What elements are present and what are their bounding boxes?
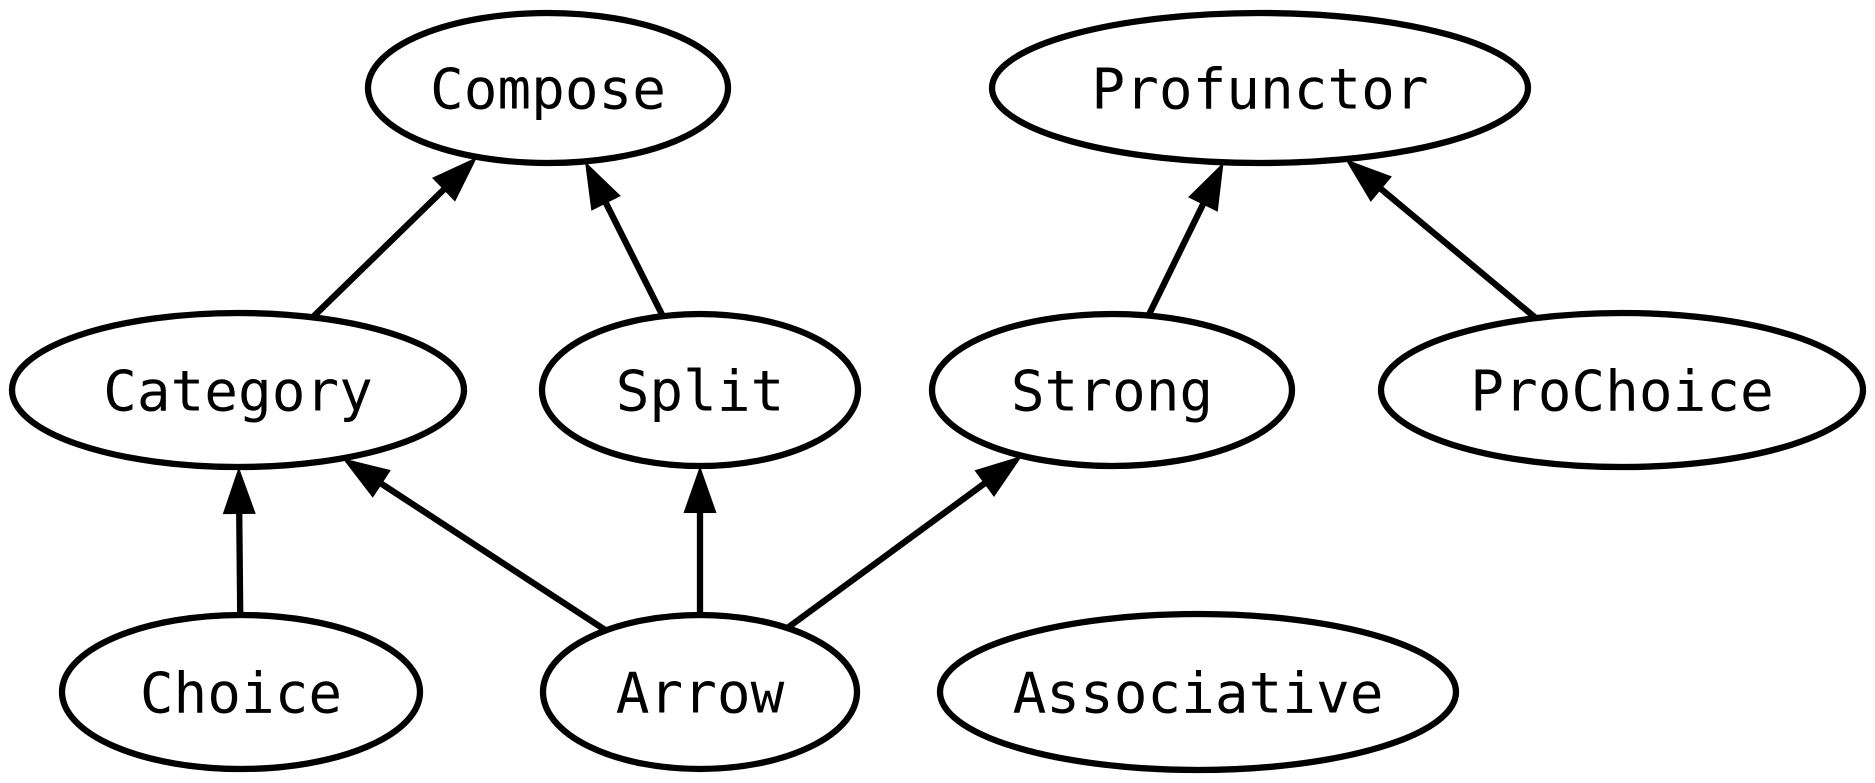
edge-arrow-category-arrowhead-icon — [342, 458, 391, 498]
node-prochoice: ProChoice — [1377, 309, 1867, 471]
edge-strong-profunctor-arrowhead-icon — [1188, 162, 1224, 212]
node-compose: Compose — [364, 9, 732, 167]
edge-arrow-category — [342, 458, 608, 634]
node-profunctor: Profunctor — [988, 9, 1532, 167]
edge-category-compose — [310, 156, 478, 320]
edge-strong-profunctor — [1145, 162, 1224, 317]
node-arrow: Arrow — [539, 611, 861, 773]
node-strong: Strong — [928, 310, 1296, 470]
edge-choice-category — [222, 466, 256, 616]
edge-category-compose-line — [310, 186, 448, 320]
node-arrow-label: Arrow — [616, 662, 785, 727]
node-category-label: Category — [103, 360, 373, 425]
edge-prochoice-profunctor — [1345, 159, 1538, 321]
edge-prochoice-profunctor-arrowhead-icon — [1345, 159, 1392, 202]
edge-choice-category-arrowhead-icon — [222, 466, 256, 515]
node-category: Category — [8, 309, 468, 471]
node-compose-label: Compose — [430, 58, 666, 123]
edge-prochoice-profunctor-line — [1377, 185, 1538, 321]
node-associative-label: Associative — [1013, 662, 1384, 727]
node-associative: Associative — [936, 610, 1460, 774]
node-prochoice-label: ProChoice — [1470, 360, 1773, 425]
edge-choice-category-line — [236, 511, 244, 616]
edge-arrow-strong-arrowhead-icon — [974, 455, 1023, 497]
node-prochoice-ellipse — [1377, 309, 1867, 471]
node-associative-ellipse — [936, 610, 1460, 774]
edge-split-compose-line — [602, 200, 666, 318]
node-strong-ellipse — [928, 310, 1296, 470]
edge-arrow-strong — [785, 455, 1023, 631]
node-profunctor-label: Profunctor — [1091, 58, 1428, 123]
edge-split-compose — [584, 161, 666, 318]
edge-category-compose-arrowhead-icon — [432, 156, 478, 202]
edge-arrow-category-line — [378, 480, 608, 634]
edge-arrow-split-arrowhead-icon — [683, 466, 717, 513]
node-choice-ellipse — [58, 611, 424, 773]
node-choice-label: Choice — [140, 662, 342, 727]
node-category-ellipse — [8, 309, 468, 471]
node-strong-label: Strong — [1011, 360, 1213, 425]
node-compose-ellipse — [364, 9, 732, 167]
edge-split-compose-arrowhead-icon — [584, 161, 621, 211]
node-choice: Choice — [58, 611, 424, 773]
edge-strong-profunctor-line — [1145, 201, 1207, 317]
edge-arrow-strong-line — [785, 479, 988, 631]
node-split-label: Split — [616, 360, 785, 425]
node-profunctor-ellipse — [988, 9, 1532, 167]
node-split: Split — [538, 310, 862, 470]
edge-arrow-split — [683, 466, 717, 615]
